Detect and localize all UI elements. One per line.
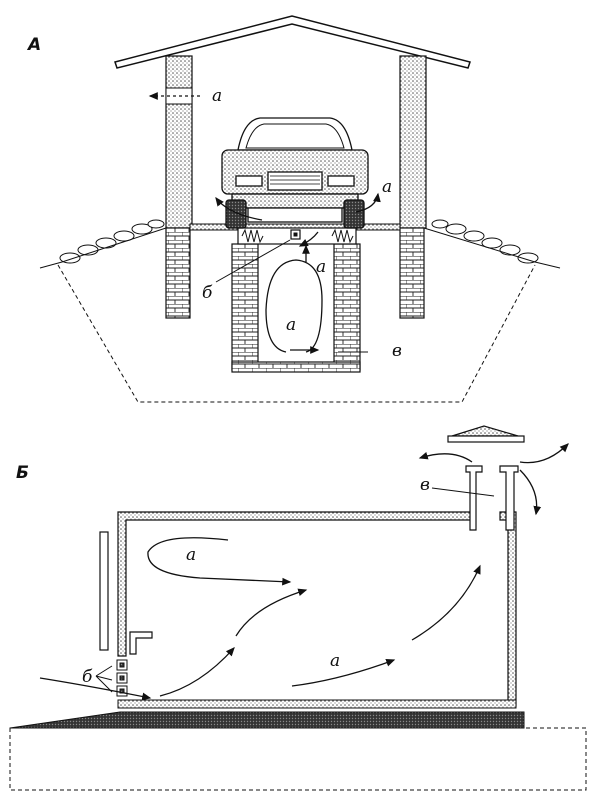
label-b-a-top: а <box>186 545 196 565</box>
door-frame <box>129 631 153 655</box>
label-b-vents: б <box>82 667 93 687</box>
label-a-pit-up: а <box>316 257 326 277</box>
panel-a: А <box>26 15 561 403</box>
label-a-pit-loop: а <box>286 315 296 335</box>
lower-vents <box>116 659 128 697</box>
label-a-wall: а <box>212 86 222 106</box>
excavation-outline <box>57 264 536 403</box>
label-v-pit: в <box>392 341 402 361</box>
garage-roof <box>114 15 471 69</box>
panel-b-label: Б <box>16 463 29 483</box>
airflow-arrows-b <box>39 443 569 701</box>
right-wall <box>399 55 427 229</box>
label-a-car: а <box>382 177 392 197</box>
garage-right-wall <box>499 511 517 707</box>
airflow-arrows-a <box>148 92 381 354</box>
left-wall <box>165 55 193 229</box>
panel-a-label: А <box>26 35 41 55</box>
exhaust-pipes <box>447 425 525 531</box>
inspection-pit <box>231 227 361 373</box>
label-b-vent: б <box>202 283 213 303</box>
car-front-view <box>221 117 369 229</box>
garage-top-wall <box>117 511 473 657</box>
panel-b: Б <box>9 425 587 791</box>
garage-door <box>99 531 109 651</box>
label-b-a-floor: а <box>330 651 340 671</box>
left-foundation <box>165 227 191 319</box>
ground-surface <box>39 219 561 269</box>
ground-base <box>9 711 587 791</box>
right-foundation <box>399 227 425 319</box>
garage-floor-b <box>117 699 517 709</box>
label-b-pipes: в <box>420 475 430 495</box>
